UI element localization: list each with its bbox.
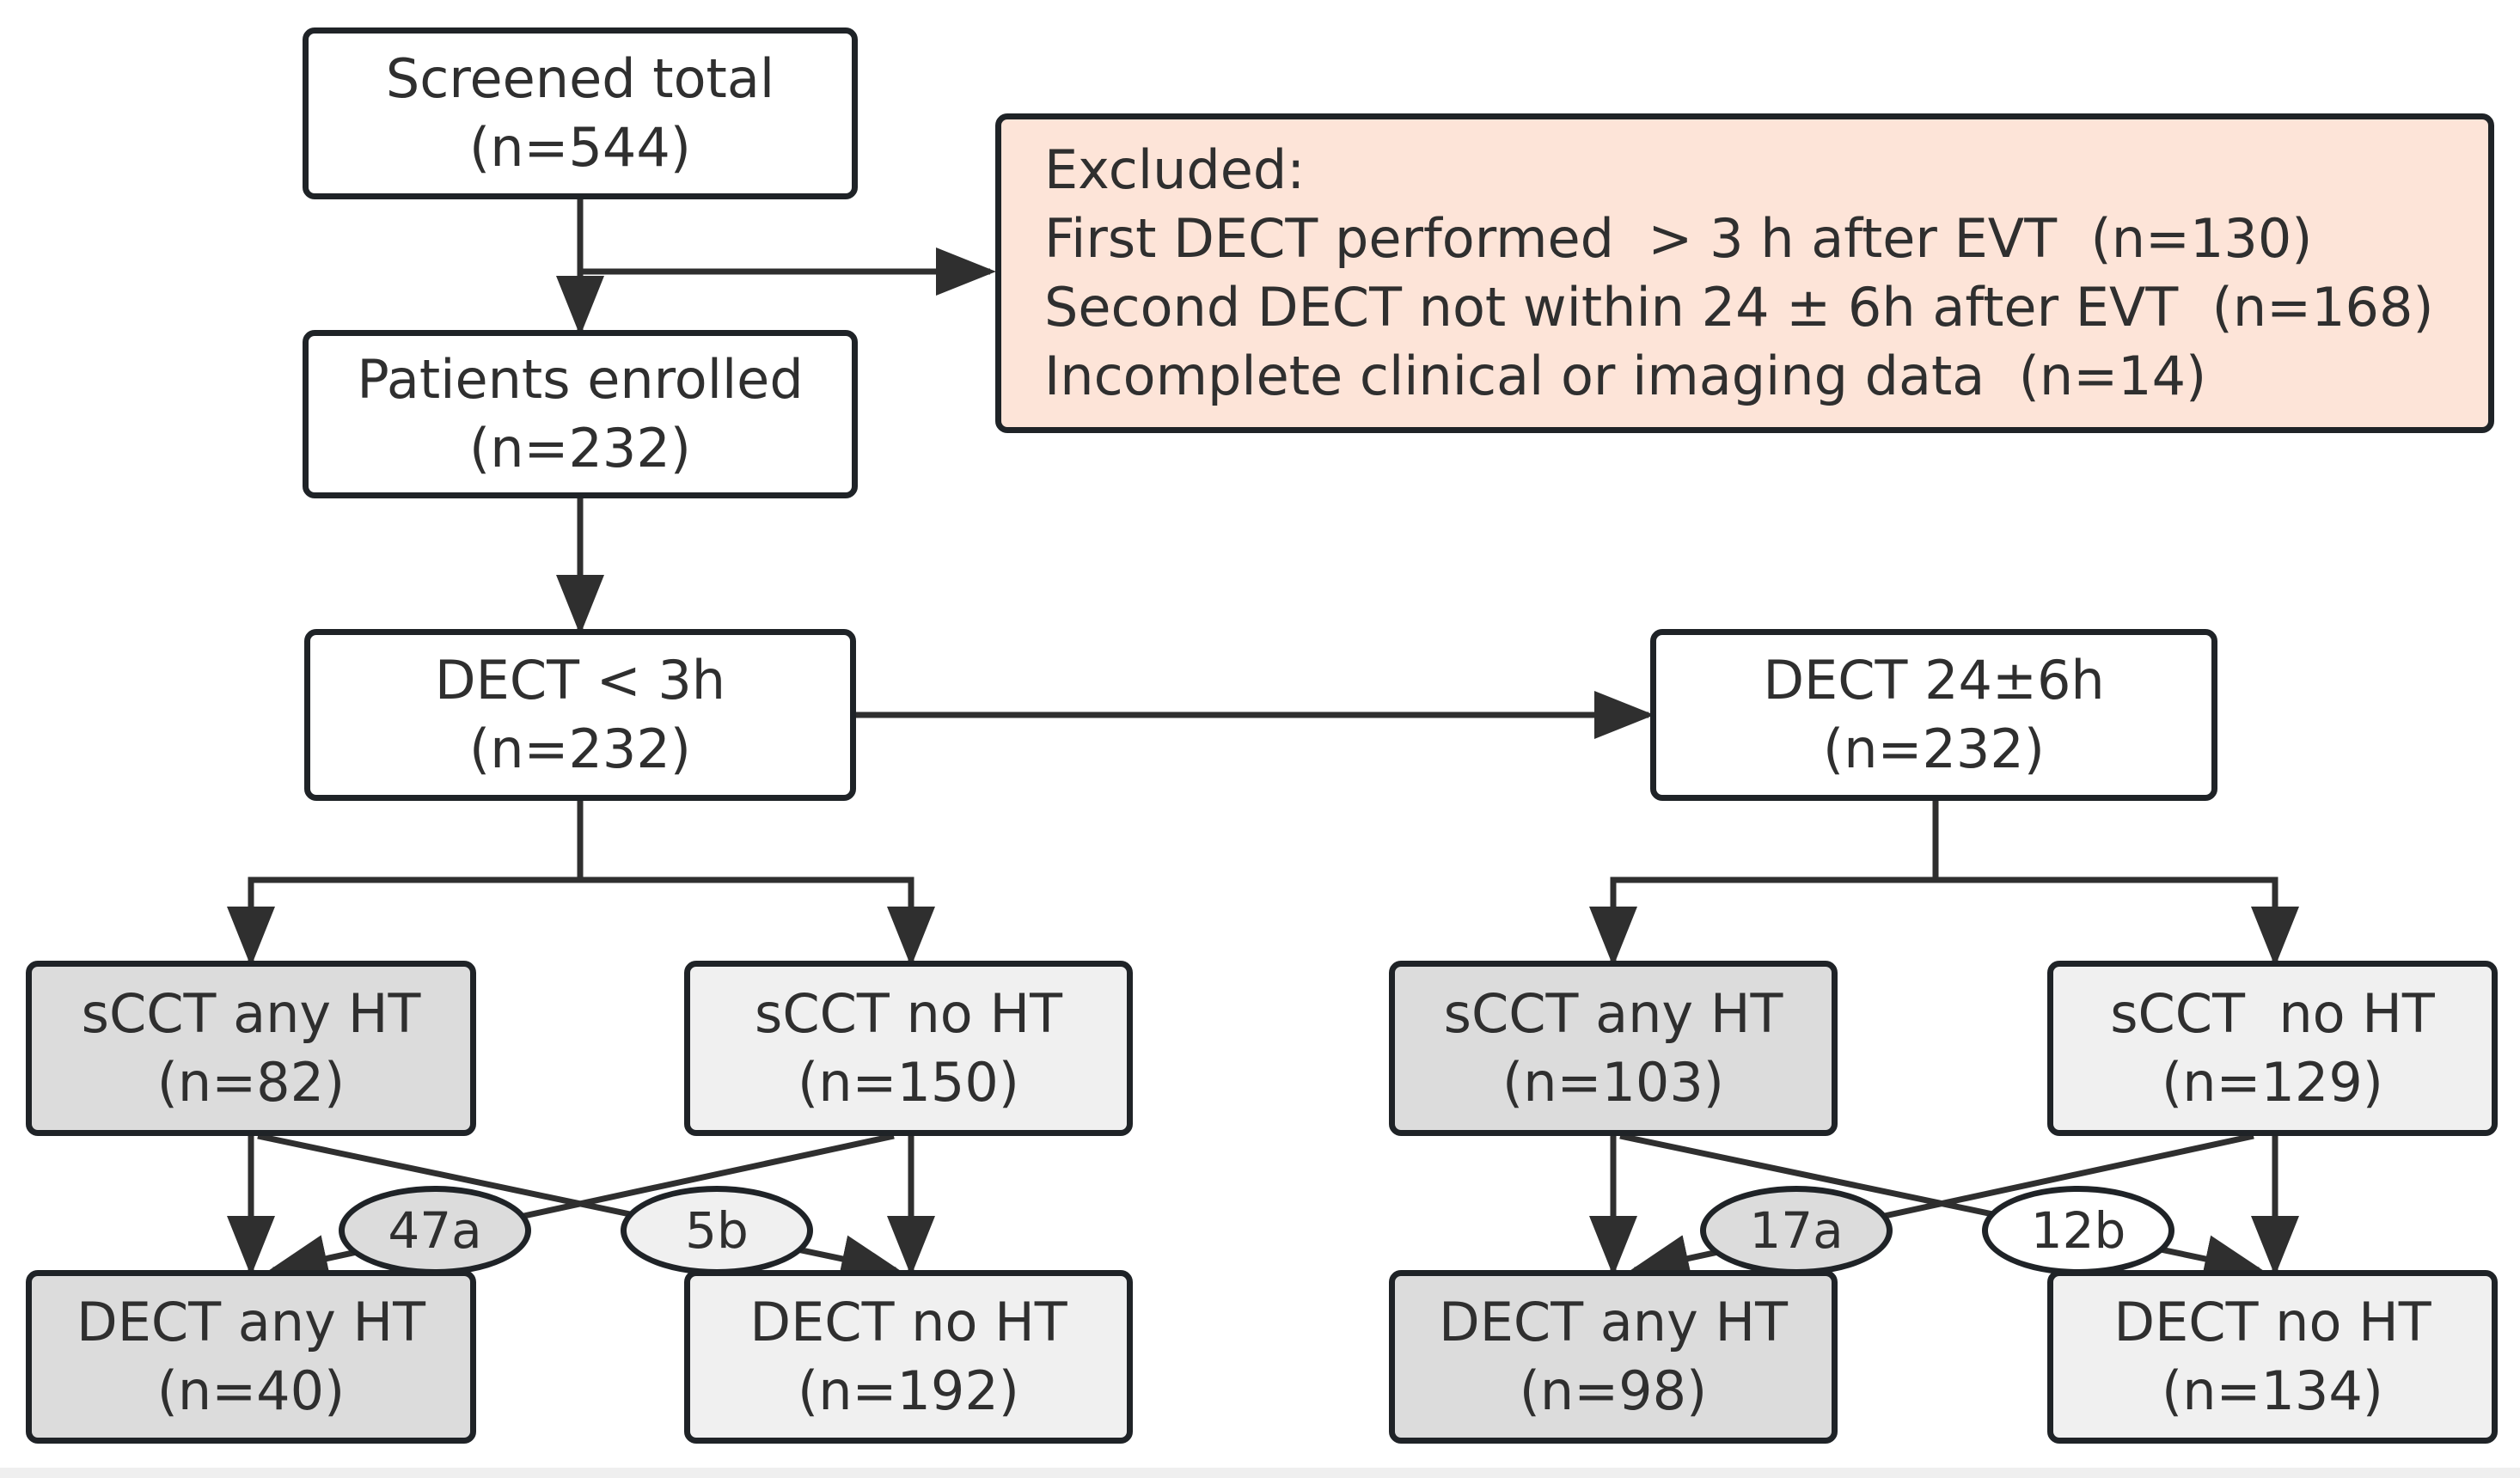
right-dect-no-ht-box: DECT no HT (n=134): [2047, 1270, 2498, 1444]
right-scct-any-ht-box: sCCT any HT (n=103): [1389, 961, 1838, 1136]
right-oval-a: 17a: [1700, 1186, 1893, 1275]
dect-24h-title: DECT 24±6h: [1763, 649, 2105, 712]
dect-24h-box: DECT 24±6h (n=232): [1650, 629, 2217, 801]
dect-24h-count: (n=232): [1823, 718, 2045, 780]
right-split-line: [1589, 801, 1939, 967]
excluded-title: Excluded:: [1044, 138, 1306, 201]
right-scct-no-ht-box: sCCT no HT (n=129): [2047, 961, 2498, 1136]
left-scct-no-ht-box: sCCT no HT (n=150): [684, 961, 1133, 1136]
screened-count: (n=544): [469, 116, 691, 179]
screened-total-box: Screened total (n=544): [303, 27, 858, 199]
right-scct-any-title: sCCT any HT: [1443, 982, 1783, 1045]
dect-3h-count: (n=232): [469, 718, 691, 780]
left-split-line: [227, 801, 584, 967]
bottom-rule: [0, 1468, 2520, 1478]
right-dect-any-title: DECT any HT: [1439, 1291, 1788, 1353]
left-dect-any-title: DECT any HT: [76, 1291, 425, 1353]
right-split-line-right: [1936, 876, 2299, 967]
right-scct-any-count: (n=103): [1502, 1051, 1724, 1114]
left-scct-any-count: (n=82): [156, 1051, 346, 1114]
left-oval-b: 5b: [621, 1186, 813, 1275]
right-dect-no-count: (n=134): [2162, 1359, 2383, 1422]
screened-title: Screened total: [385, 47, 775, 110]
right-dect-no-title: DECT no HT: [2113, 1291, 2431, 1353]
left-dect-any-ht-box: DECT any HT (n=40): [26, 1270, 476, 1444]
left-dect-no-ht-box: DECT no HT (n=192): [684, 1270, 1133, 1444]
right-scct-no-count: (n=129): [2162, 1051, 2383, 1114]
left-dect-no-title: DECT no HT: [749, 1291, 1067, 1353]
left-scct-no-title: sCCT no HT: [755, 982, 1062, 1045]
left-scct-no-count: (n=150): [798, 1051, 1019, 1114]
excluded-item-3: Incomplete clinical or imaging data (n=1…: [1044, 345, 2207, 407]
dect-3h-title: DECT < 3h: [434, 649, 726, 712]
excluded-item-2: Second DECT not within 24 ± 6h after EVT…: [1044, 276, 2434, 339]
right-dect-any-ht-box: DECT any HT (n=98): [1389, 1270, 1838, 1444]
right-dect-any-count: (n=98): [1519, 1359, 1708, 1422]
left-scct-any-ht-box: sCCT any HT (n=82): [26, 961, 476, 1136]
left-dect-no-count: (n=192): [798, 1359, 1019, 1422]
left-scct-any-title: sCCT any HT: [81, 982, 421, 1045]
excluded-box: Excluded: First DECT performed > 3 h aft…: [995, 113, 2494, 433]
enrolled-count: (n=232): [469, 417, 691, 479]
left-dect-any-count: (n=40): [156, 1359, 346, 1422]
patients-enrolled-box: Patients enrolled (n=232): [303, 330, 858, 498]
left-oval-a: 47a: [339, 1186, 531, 1275]
right-scct-no-title: sCCT no HT: [2110, 982, 2435, 1045]
left-split-line-right: [580, 876, 935, 967]
enrolled-title: Patients enrolled: [357, 348, 804, 411]
dect-3h-box: DECT < 3h (n=232): [304, 629, 856, 801]
right-oval-b: 12b: [1982, 1186, 2174, 1275]
excluded-item-1: First DECT performed > 3 h after EVT (n=…: [1044, 207, 2313, 270]
